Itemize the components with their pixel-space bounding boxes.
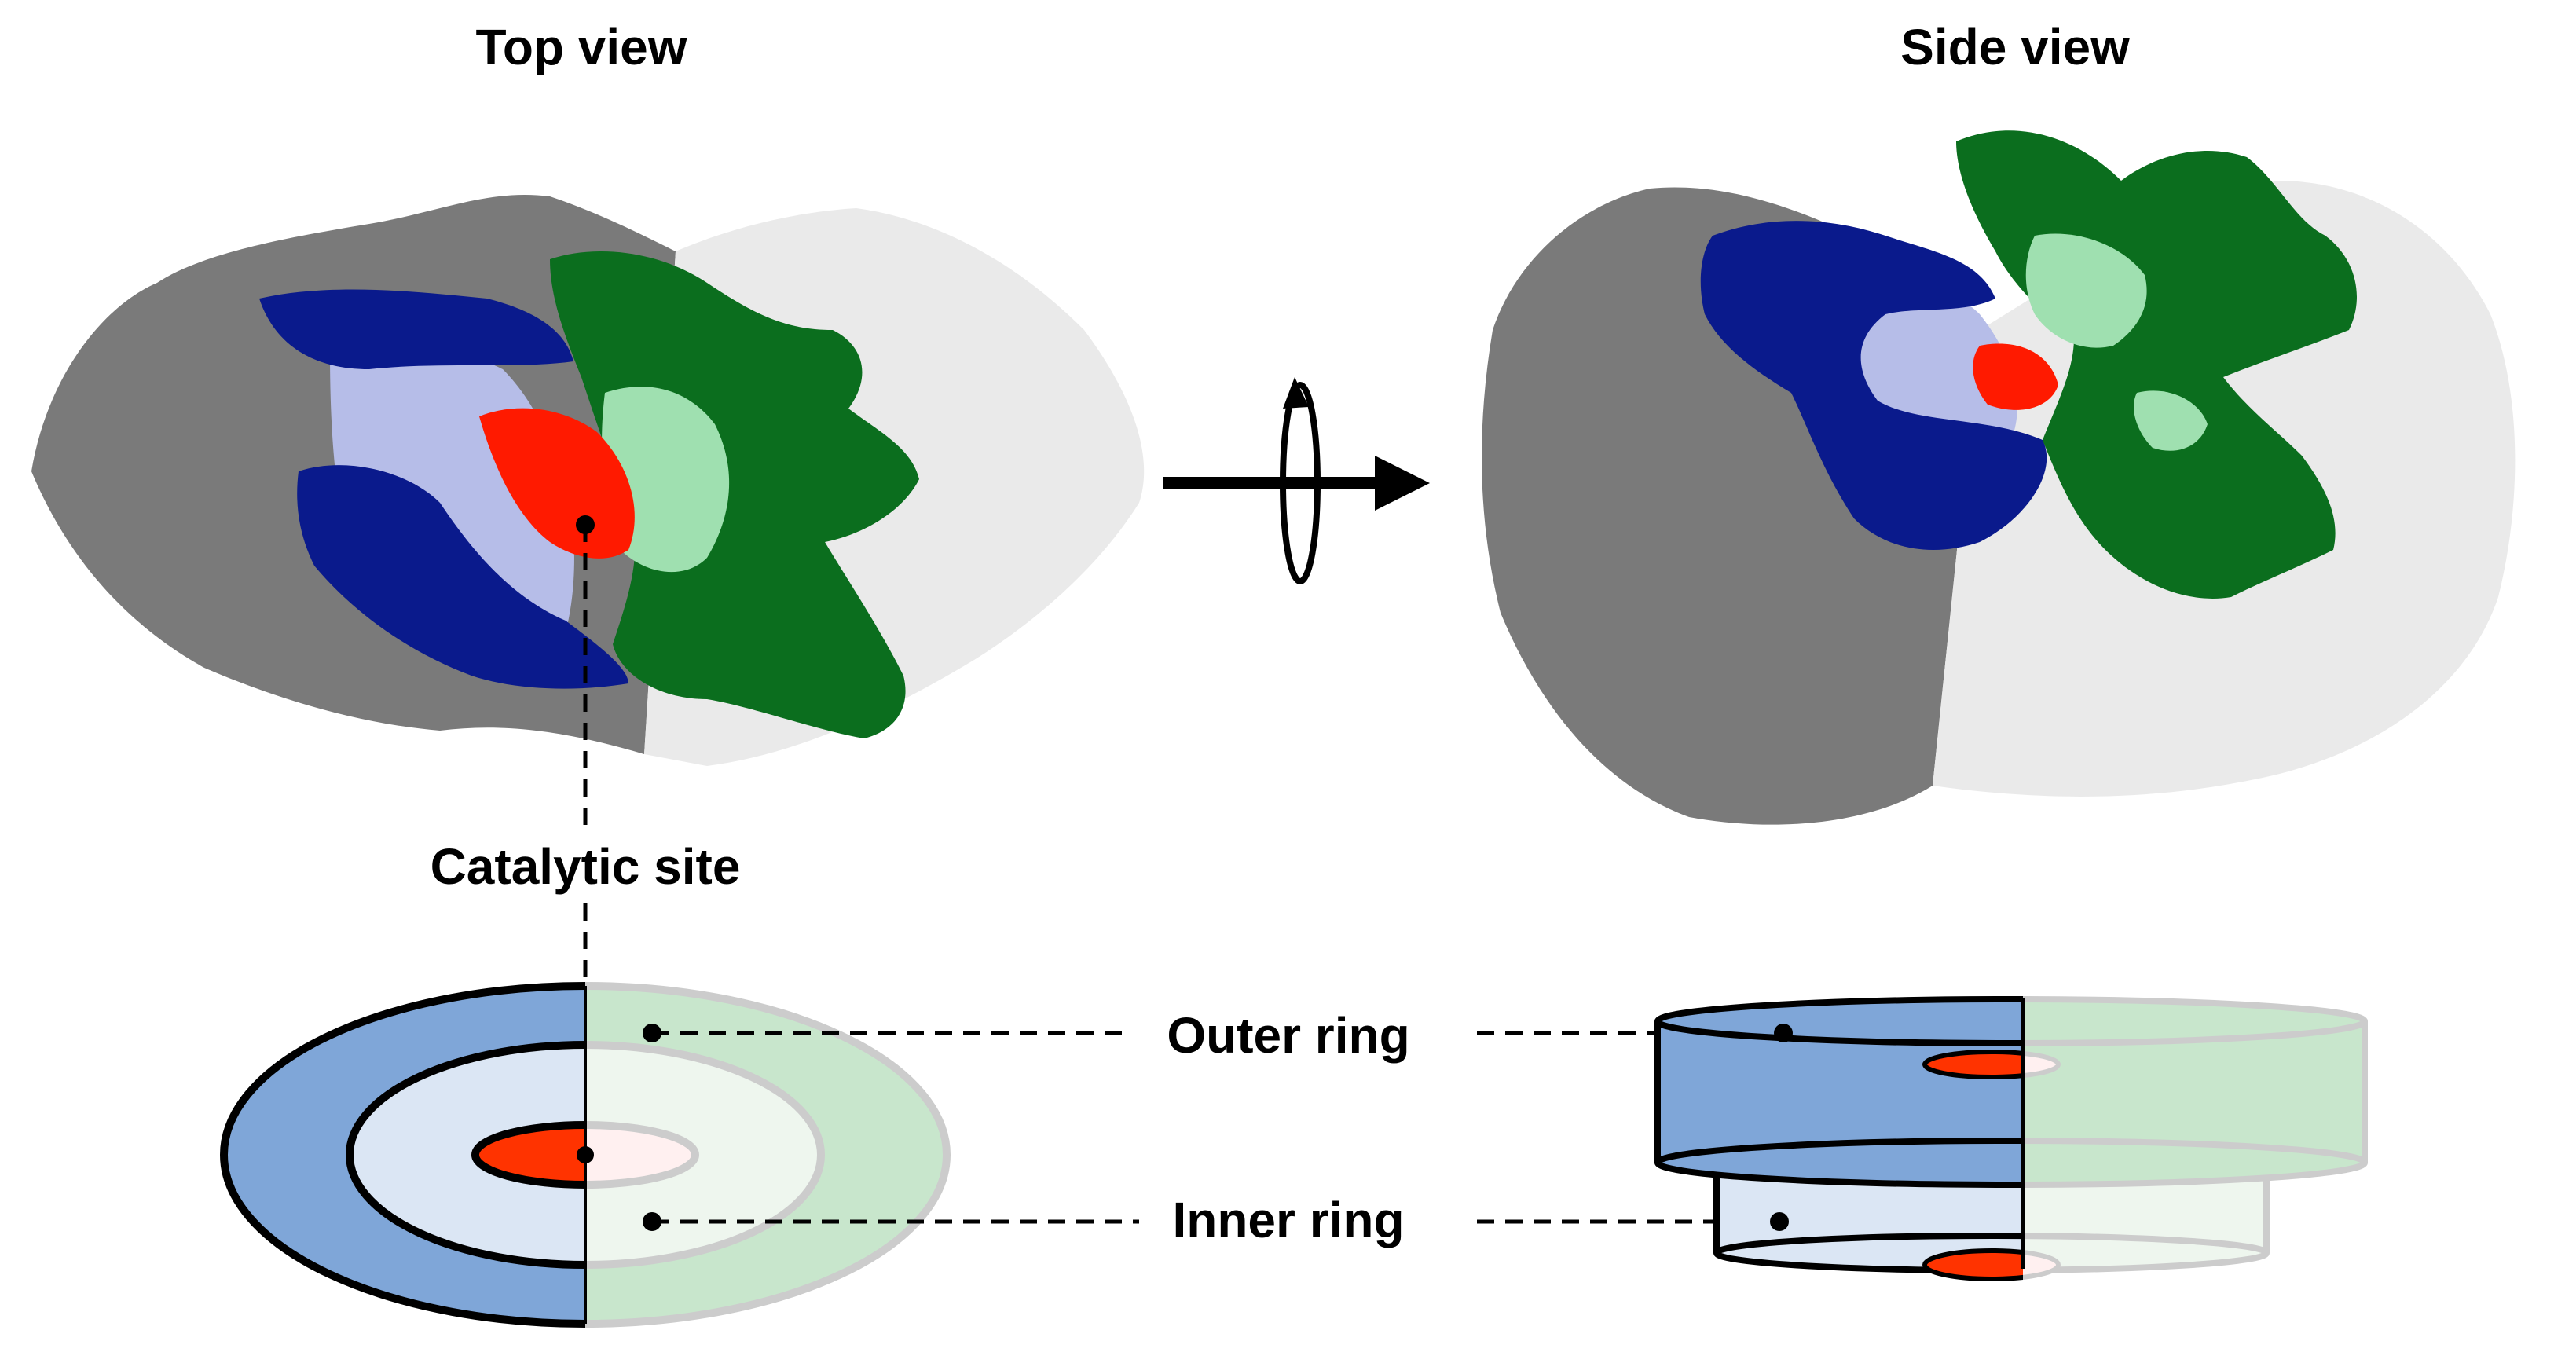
inner-ring-left xyxy=(346,1041,585,1269)
top-view-ring-schematic xyxy=(220,982,951,1328)
side-view-ring-schematic xyxy=(1654,996,2368,1281)
protein-green-region xyxy=(550,251,919,738)
inner-ring-right xyxy=(585,1041,825,1269)
protein-blue-region-bottom xyxy=(297,465,628,689)
side-view-protein-surface xyxy=(1482,130,2516,825)
top-view-title: Top view xyxy=(475,19,687,75)
side-protein-lightgreen-region-2 xyxy=(2134,390,2208,451)
side-view-title: Side view xyxy=(1900,19,2130,75)
outer-ring-label: Outer ring xyxy=(1167,1007,1409,1064)
side-protein-catalytic-region xyxy=(1973,343,2058,410)
protein-blue-region-top xyxy=(259,289,573,369)
side-protein-blue-region xyxy=(1700,221,2047,550)
side-outer-ring-marker xyxy=(1774,1024,1793,1042)
catalytic-core-marker xyxy=(577,1146,594,1163)
catalytic-site-label: Catalytic site xyxy=(431,838,741,895)
rotation-arrow xyxy=(1163,377,1430,584)
top-view-protein-surface xyxy=(31,195,1145,766)
rotation-arrowhead-icon xyxy=(1283,377,1309,409)
rotation-loop-icon xyxy=(1280,382,1321,584)
side-protein-lightgreen-region xyxy=(2025,233,2147,348)
inner-ring-label: Inner ring xyxy=(1172,1192,1404,1248)
catalytic-core-right xyxy=(585,1121,699,1189)
side-inner-ring-marker xyxy=(1770,1212,1789,1231)
catalytic-core-left xyxy=(471,1121,585,1189)
protein-catalytic-region xyxy=(479,408,635,559)
